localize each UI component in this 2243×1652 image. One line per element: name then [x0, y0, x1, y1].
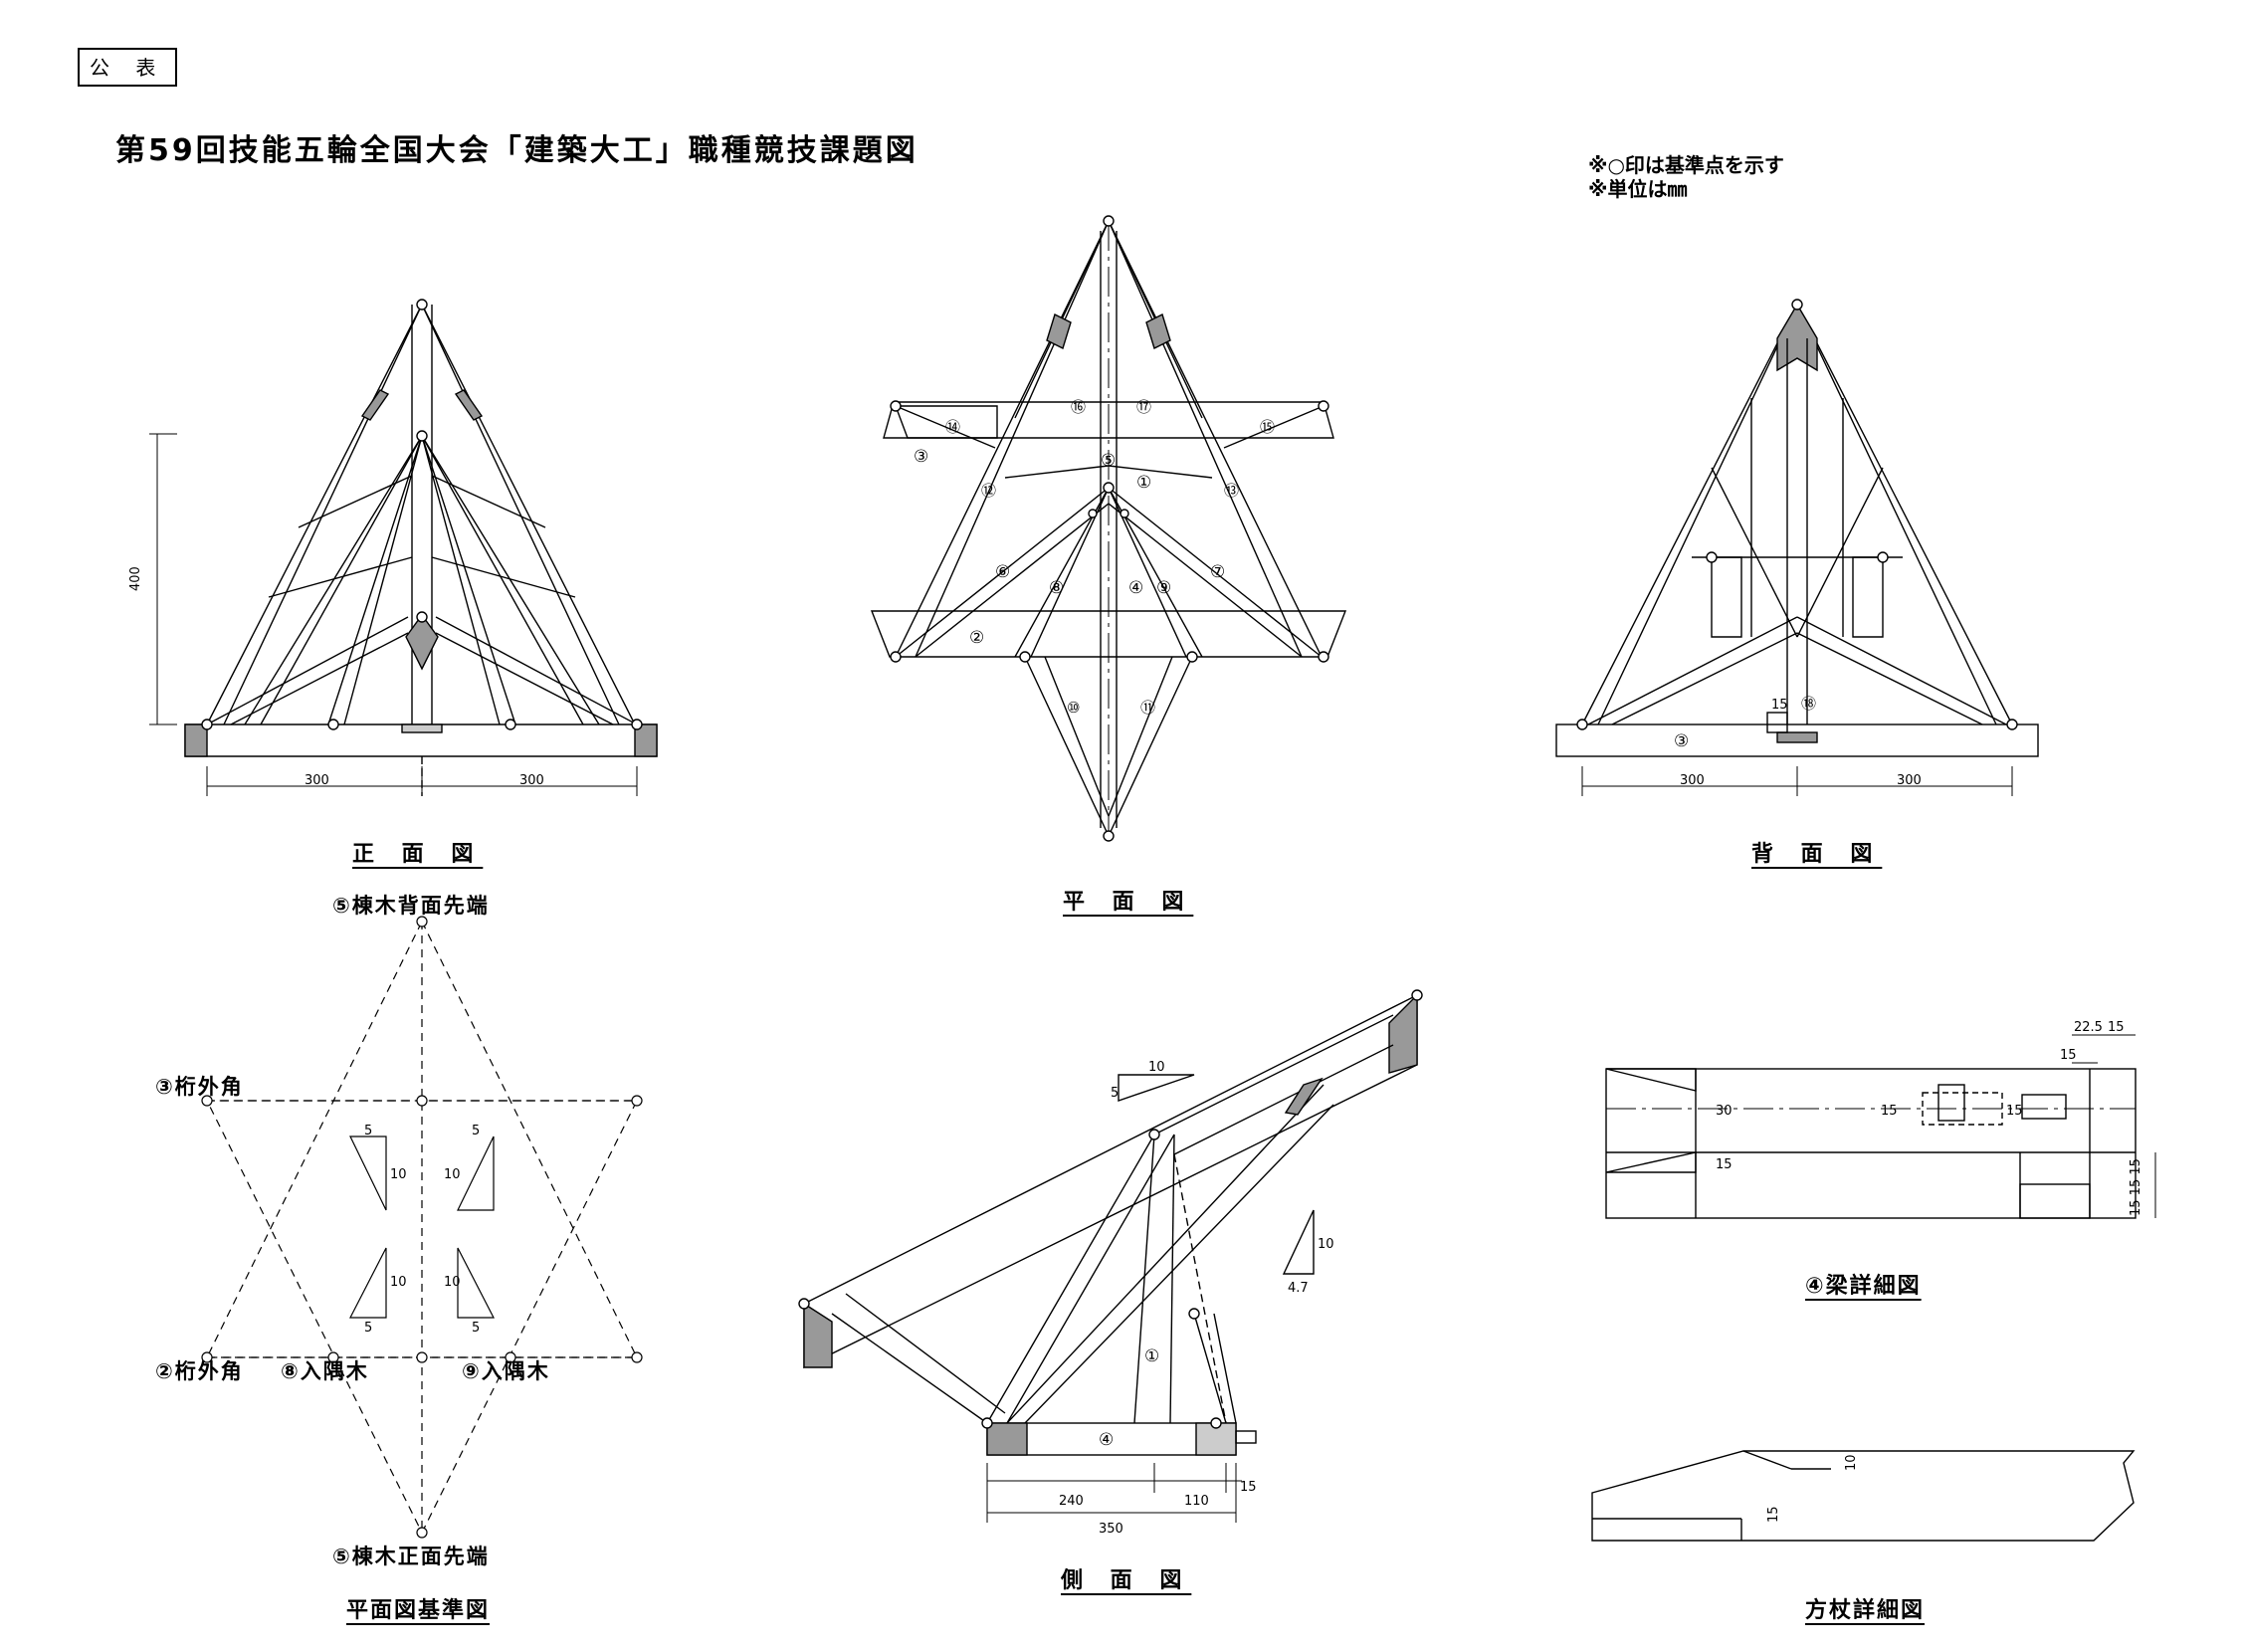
front-base-end-right — [634, 723, 658, 757]
beam-dim-22-5: 22.5 — [2074, 1020, 2103, 1035]
post-detail-view — [1591, 1450, 2136, 1542]
plan-part-16: ⑯ — [1071, 398, 1086, 416]
beam-dim-30: 30 — [1716, 1104, 1733, 1119]
beam-dim-15-e: 15 — [1716, 1157, 1733, 1172]
plan-part-12: ⑫ — [981, 482, 996, 500]
label-plate-corner-2: ②桁外角 — [155, 1359, 244, 1383]
back-ridge-end — [1776, 303, 1818, 372]
beam-dim-15-b: 15 — [2060, 1048, 2077, 1063]
plan-part-7: ⑦ — [1210, 562, 1225, 582]
front-king-post-block — [405, 613, 439, 671]
back-view — [1555, 299, 2039, 796]
ref-slope-10-b: 10 — [444, 1167, 461, 1182]
label-valley-hip-9: ⑨入隅木 — [462, 1359, 550, 1383]
plan-part-10: ⑩ — [1067, 699, 1080, 717]
back-post-dim: 15 — [1771, 698, 1788, 713]
front-left-span: 300 — [305, 773, 329, 788]
side-dim-240: 240 — [1059, 1494, 1084, 1509]
side-dim-15: 15 — [1240, 1480, 1257, 1495]
label-ridge-front-tip: ⑤棟木正面先端 — [332, 1545, 490, 1568]
ref-slope-10-d: 10 — [444, 1275, 461, 1290]
notes: ※○印は基準点を示す ※単位は㎜ — [1588, 153, 1784, 201]
caption-front-view: 正 面 図 — [352, 842, 484, 867]
side-slope-4-7: 4.7 — [1288, 1281, 1309, 1296]
beam-dim-15-a: 15 — [2108, 1020, 2125, 1035]
plan-part-14: ⑭ — [945, 418, 960, 436]
ref-slope-5-d: 5 — [472, 1321, 480, 1336]
ref-slope-5-b: 5 — [472, 1124, 480, 1138]
plan-part-13: ⑬ — [1224, 482, 1239, 500]
caption-plan-view: 平 面 図 — [1063, 890, 1194, 915]
post-dim-15: 15 — [1766, 1506, 1781, 1523]
caption-beam-detail: ④梁詳細図 — [1805, 1274, 1922, 1299]
side-slope-10: 10 — [1148, 1060, 1165, 1075]
plan-reference-points — [201, 916, 643, 1539]
front-view — [149, 299, 658, 796]
plan-part-5: ⑤ — [1101, 451, 1116, 471]
side-dim-110: 110 — [1184, 1494, 1209, 1509]
caption-plan-reference: 平面図基準図 — [346, 1598, 491, 1623]
note-reference-points: ※○印は基準点を示す — [1588, 153, 1784, 177]
beam-detail-outline — [1605, 1068, 2137, 1219]
plan-view — [870, 215, 1347, 842]
side-part-1: ① — [1144, 1346, 1159, 1366]
back-left-span: 300 — [1680, 773, 1705, 788]
label-ridge-back-tip: ⑤棟木背面先端 — [332, 894, 490, 918]
plan-part-3: ③ — [914, 447, 928, 467]
beam-dim-15-d: 15 — [2006, 1104, 2023, 1119]
back-part-18: ⑱ — [1801, 695, 1816, 713]
page-title: 第59回技能五輪全国大会「建築大工」職種競技課題図 — [115, 133, 918, 168]
plan-part-11: ⑪ — [1140, 699, 1155, 717]
caption-post-detail: 方杖詳細図 — [1805, 1598, 1926, 1623]
ref-slope-5-a: 5 — [364, 1124, 372, 1138]
ref-slope-10-c: 10 — [390, 1275, 407, 1290]
beam-dim-15-c: 15 — [1881, 1104, 1898, 1119]
plan-part-8: ⑧ — [1049, 578, 1064, 598]
back-right-span: 300 — [1897, 773, 1922, 788]
plan-reference-view — [206, 920, 638, 1535]
label-plate-corner-3: ③桁外角 — [155, 1075, 244, 1099]
note-units: ※単位は㎜ — [1588, 177, 1688, 201]
back-part-3: ③ — [1674, 731, 1689, 751]
front-right-span: 300 — [519, 773, 544, 788]
side-view — [798, 989, 1423, 1523]
caption-back-view: 背 面 図 — [1751, 842, 1883, 867]
beam-dim-15-stack: 15 15 15 — [2129, 1158, 2143, 1216]
reference-triangle-up — [206, 920, 638, 1358]
post-dim-10: 10 — [1844, 1454, 1859, 1471]
ref-slope-10-a: 10 — [390, 1167, 407, 1182]
front-height-dim: 400 — [128, 566, 143, 591]
plan-part-6: ⑥ — [995, 562, 1010, 582]
plan-part-4: ④ — [1128, 578, 1143, 598]
plan-part-1: ① — [1136, 473, 1151, 493]
plan-part-15: ⑮ — [1260, 418, 1275, 436]
side-dim-350: 350 — [1099, 1522, 1123, 1537]
side-part-4: ④ — [1099, 1430, 1114, 1450]
back-base-beam — [1555, 723, 2039, 757]
label-valley-hip-8: ⑧入隅木 — [281, 1359, 369, 1383]
side-slope-10b: 10 — [1318, 1237, 1334, 1252]
side-slope-5: 5 — [1111, 1086, 1119, 1101]
plan-part-2: ② — [969, 628, 984, 648]
caption-side-view: 側 面 図 — [1061, 1568, 1192, 1593]
public-stamp: 公 表 — [78, 48, 178, 87]
ref-slope-5-c: 5 — [364, 1321, 372, 1336]
front-base-end-left — [184, 723, 208, 757]
plan-part-9: ⑨ — [1156, 578, 1171, 598]
plan-part-17: ⑰ — [1136, 398, 1151, 416]
beam-detail-view — [1605, 1034, 2156, 1219]
